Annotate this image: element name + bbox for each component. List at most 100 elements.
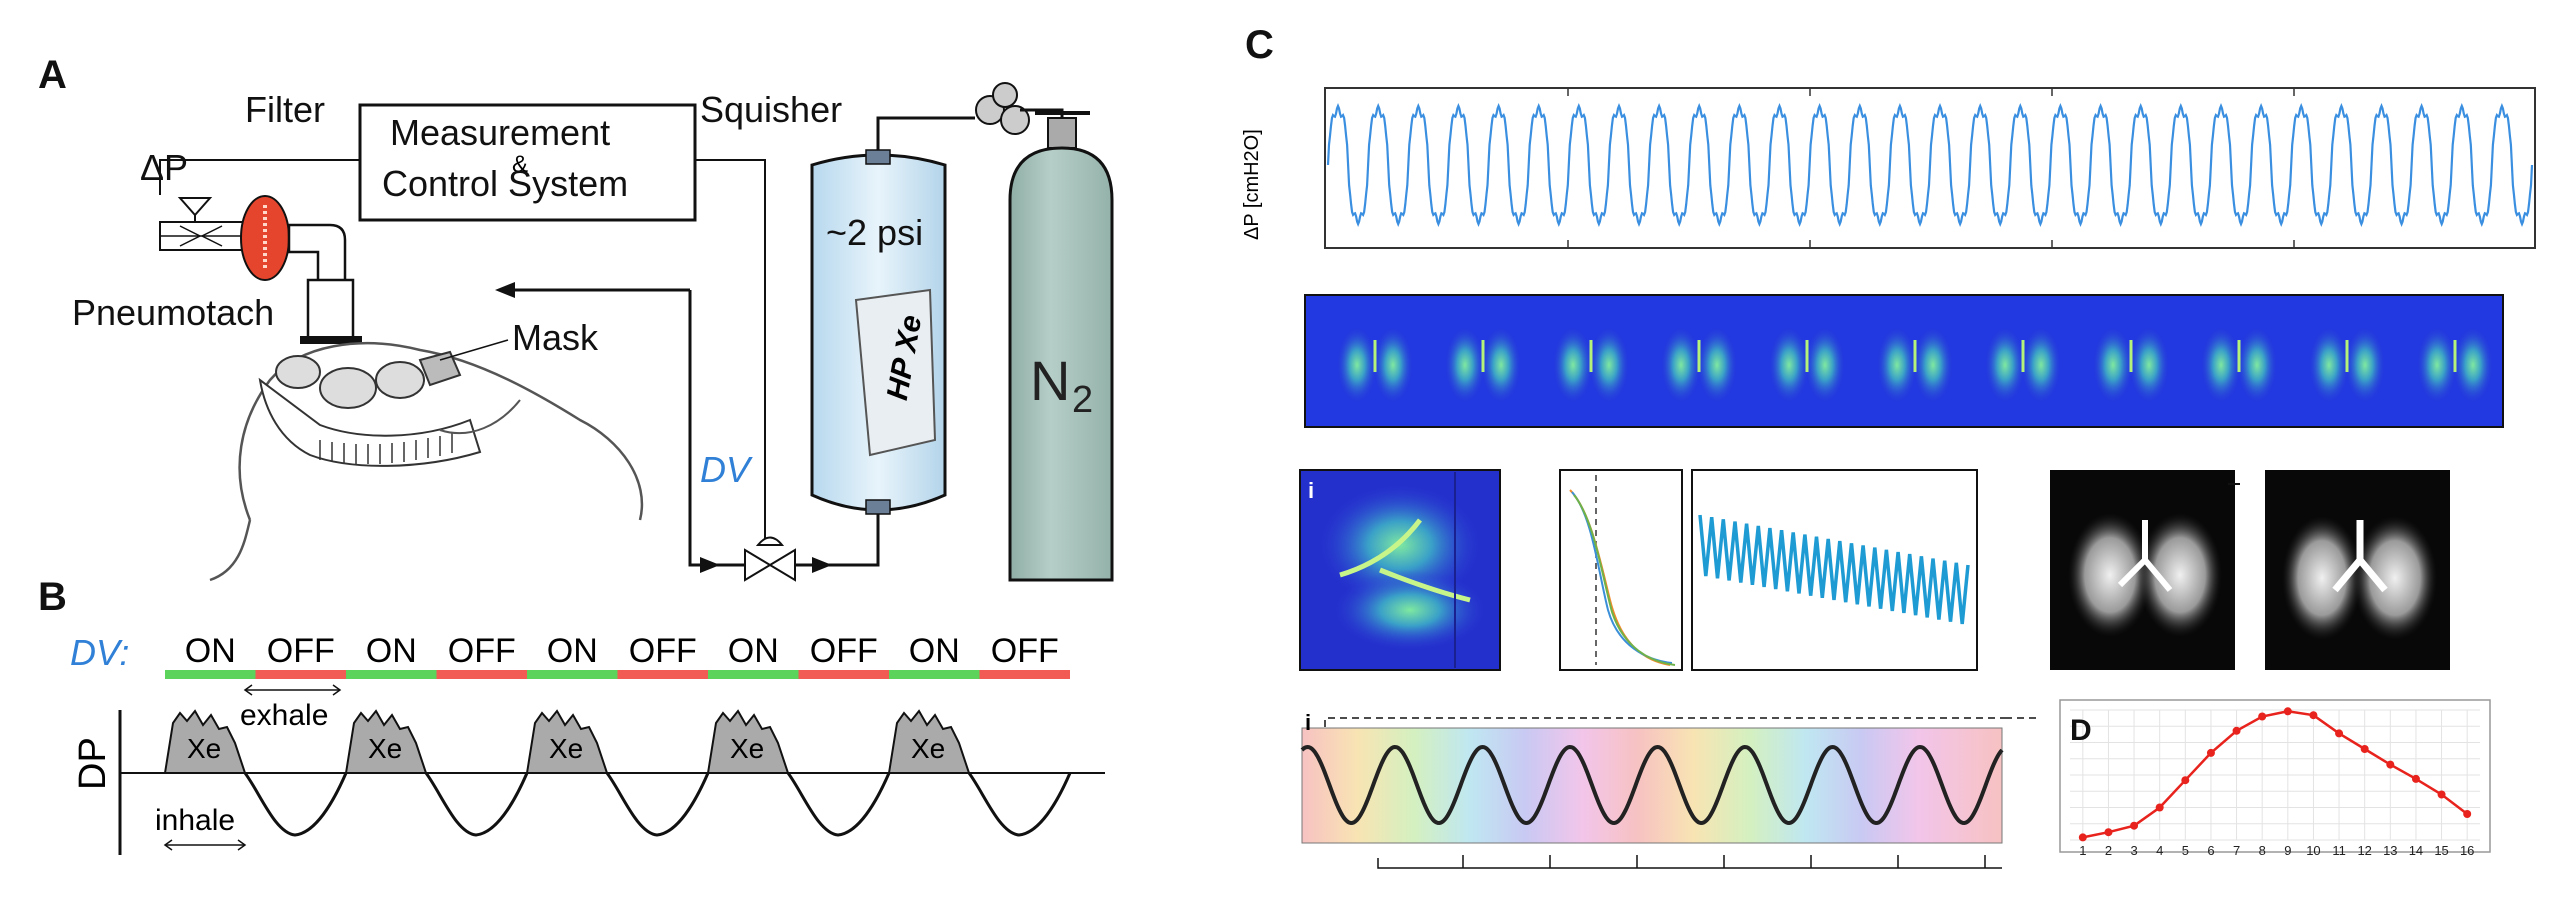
x-tick-label: 7 (2233, 843, 2240, 858)
dv-state-text: ON (728, 632, 779, 670)
x-tick-label: 1 (2079, 843, 2086, 858)
mri-right-lung (2021, 327, 2061, 403)
mri-left-lung (1769, 327, 1809, 403)
dv-state-bar (798, 670, 889, 679)
mri-right-lung (2453, 327, 2493, 403)
dp-negative-lobe (786, 772, 891, 837)
panel-a: A Measurement & Control System ΔP Pneumo… (38, 53, 1114, 582)
data-point (2232, 726, 2241, 735)
mri-left-lung (2093, 327, 2133, 403)
dv-state-bar (617, 670, 708, 679)
x-tick-label: 2 (2105, 843, 2112, 858)
data-point (2181, 776, 2190, 785)
pneumotach-label: Pneumotach (72, 292, 274, 333)
xe-bolus-area (525, 709, 609, 774)
xe-label: Xe (911, 733, 945, 764)
data-point (2130, 821, 2139, 830)
sub-i-label-top: i (1308, 478, 1314, 503)
pressure-label: ~2 psi (826, 212, 923, 253)
data-point (2437, 790, 2446, 799)
squisher-label: Squisher (700, 89, 842, 130)
x-tick-label: 13 (2383, 843, 2397, 858)
dv-state-text: OFF (448, 632, 516, 670)
dv-state-text: ON (547, 632, 598, 670)
filter-label: Filter (245, 89, 325, 130)
panel-d-points (2078, 707, 2472, 842)
pressure-trace-frame (1324, 87, 2536, 249)
mri-left-lung (2309, 327, 2349, 403)
data-point (2258, 712, 2267, 721)
measurement-ampersand: & (512, 151, 528, 178)
data-point (2078, 833, 2087, 842)
n2-label: N (1030, 349, 1070, 412)
dv-state-text: OFF (629, 632, 697, 670)
xe-label: Xe (187, 733, 221, 764)
dv-valve-icon[interactable] (744, 548, 772, 582)
dp-negative-lobe (605, 772, 710, 837)
delta-p-label: ΔP (140, 147, 188, 188)
mri-left-lung (1445, 327, 1485, 403)
panel-letter-a: A (38, 53, 67, 97)
x-tick-label: 10 (2306, 843, 2320, 858)
pressure-axis-label: ΔP [cmH2O] (1241, 129, 1263, 240)
x-tick-label: 16 (2460, 843, 2474, 858)
x-tick-label: 9 (2284, 843, 2291, 858)
sequence-bottom-bracket (1377, 858, 2002, 869)
x-tick-label: 12 (2357, 843, 2371, 858)
data-point (2104, 828, 2113, 837)
dv-state-text: OFF (991, 632, 1059, 670)
data-point (2309, 711, 2318, 720)
mri-left-lung (2417, 327, 2457, 403)
xe-bolus-area (163, 709, 247, 774)
mri-left-lung (1661, 327, 1701, 403)
sequence-sine (1300, 744, 2004, 826)
mri-left-lung (1337, 327, 1377, 403)
mri-right-lung (2237, 327, 2277, 403)
dp-negative-lobe (967, 772, 1072, 837)
mri-left-lung (1553, 327, 1593, 403)
data-point (2386, 760, 2395, 769)
control-system-label: Control System (382, 163, 628, 204)
dv-state-bar (255, 670, 346, 679)
x-tick-label: 14 (2409, 843, 2423, 858)
mri-right-lung (2345, 327, 2385, 403)
sequence-top-bracket (1324, 717, 2005, 727)
n2-tank (1008, 146, 1114, 582)
inhale-label: inhale (155, 804, 235, 837)
xe-label: Xe (368, 733, 402, 764)
data-point (2463, 810, 2472, 818)
mri-right-lung (1913, 327, 1953, 403)
measurement-label: Measurement (390, 112, 610, 153)
dv-state-bar (708, 670, 799, 679)
data-point (2335, 729, 2344, 738)
pressure-sensor-icon (177, 197, 213, 217)
signal-wire (159, 159, 360, 195)
x-tick-label: 15 (2434, 843, 2448, 858)
xe-bolus-area (344, 709, 428, 774)
mri-right-lung (1697, 327, 1737, 403)
mask-label: Mask (512, 317, 599, 358)
exhale-label: exhale (240, 699, 328, 732)
data-point (2360, 745, 2369, 753)
mri-left-lung (1877, 327, 1917, 403)
dv-label: DV (700, 449, 753, 490)
x-tick-label: 5 (2182, 843, 2189, 858)
x-tick-label: 4 (2156, 843, 2163, 858)
dp-axis-label: DP (72, 737, 114, 790)
panel-letter-d: D (2070, 714, 2092, 747)
sequence-brackets (1324, 717, 2040, 869)
patient-head (238, 342, 644, 521)
measurement-control-box (358, 103, 697, 222)
dv-state-text: ON (366, 632, 417, 670)
x-tick-label: 3 (2130, 843, 2137, 858)
panel-c: C ΔP [cmH2O] i (1241, 23, 2536, 869)
data-point (2155, 803, 2164, 812)
sub-i-label-bottom: i (1305, 710, 1311, 735)
dv-state-text: ON (909, 632, 960, 670)
dv-state-bar (436, 670, 527, 679)
